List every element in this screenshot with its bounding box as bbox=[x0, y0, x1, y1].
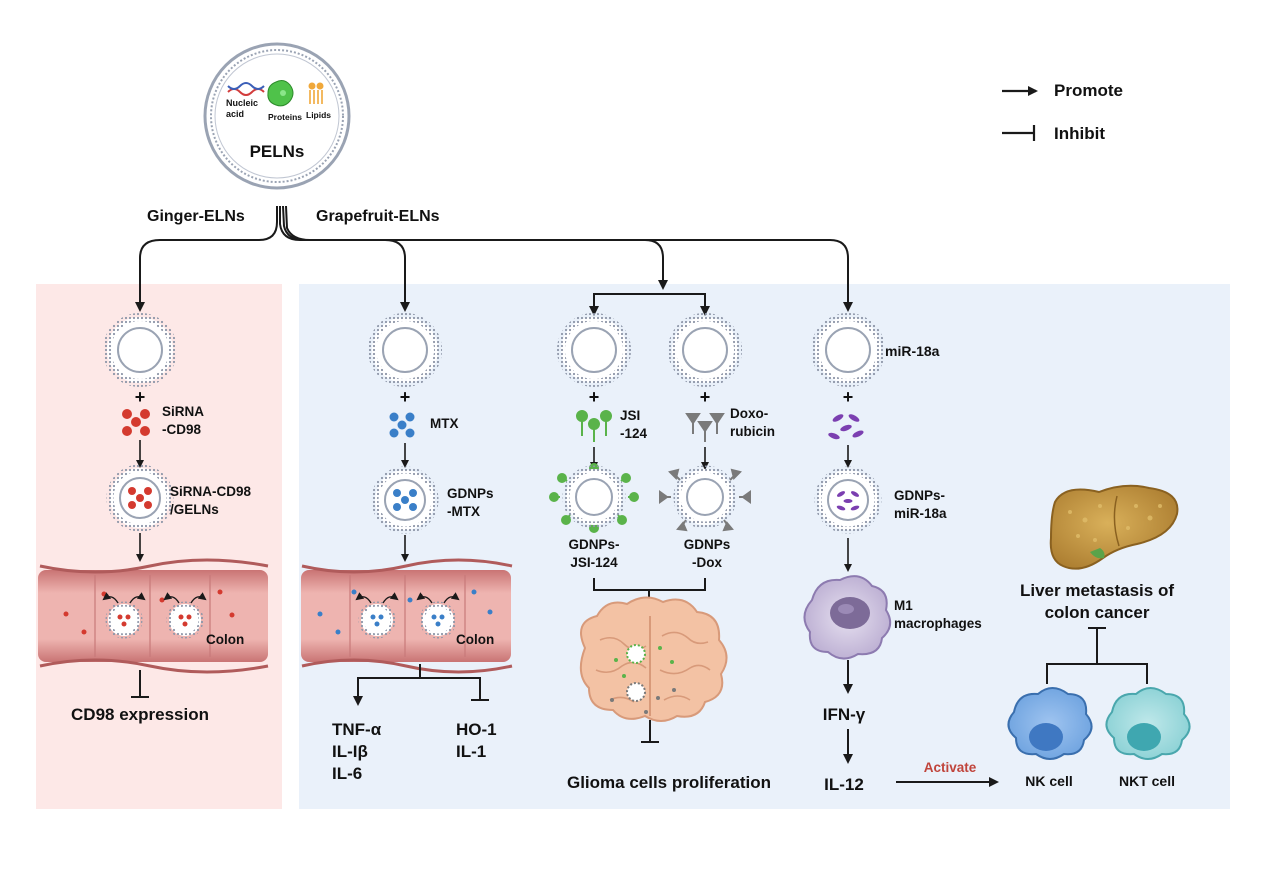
inhibit-cd98 bbox=[131, 670, 149, 698]
mtx-cargo-icon bbox=[389, 412, 415, 438]
colon-tissue-2: Colon bbox=[301, 558, 513, 674]
plus-5: + bbox=[843, 387, 854, 407]
il-1beta: IL-Iβ bbox=[332, 742, 368, 761]
ho-1: HO-1 bbox=[456, 720, 497, 739]
plus-4: + bbox=[700, 387, 711, 407]
nucleic-acid-label-1: Nucleic bbox=[226, 98, 258, 108]
vesicle-jsi bbox=[557, 313, 631, 387]
cd98-expression-label: CD98 expression bbox=[71, 705, 209, 724]
m1-label-2: macrophages bbox=[894, 616, 982, 631]
dox-cargo-icon bbox=[685, 413, 725, 442]
nucleic-acid-label-2: acid bbox=[226, 109, 244, 119]
sirna-cargo-icon bbox=[122, 409, 150, 436]
glioma-proliferation-label: Glioma cells proliferation bbox=[567, 773, 771, 792]
liver-metastasis-label-1: Liver metastasis of bbox=[1020, 581, 1174, 600]
grapefruit-elns-label: Grapefruit-ELNs bbox=[316, 208, 440, 225]
mir18a-label: miR-18a bbox=[885, 343, 940, 359]
lipids-label: Lipids bbox=[306, 110, 331, 120]
ifn-gamma-label: IFN-γ bbox=[823, 705, 866, 724]
nkt-cell-icon bbox=[1105, 687, 1191, 760]
mtx-label: MTX bbox=[430, 416, 459, 431]
jsi-label-1: JSI bbox=[620, 408, 640, 423]
activate-label: Activate bbox=[924, 760, 977, 775]
dna-icon bbox=[227, 82, 265, 96]
legend-inhibit: Inhibit bbox=[1054, 124, 1105, 143]
sirna-gelns-label-1: SiRNA-CD98 bbox=[170, 484, 252, 499]
vesicle-mir bbox=[811, 313, 885, 387]
il-12-label: IL-12 bbox=[824, 775, 864, 794]
sirna-label-2: -CD98 bbox=[162, 422, 202, 437]
nk-cell-icon bbox=[1007, 687, 1093, 760]
gdnps-dox-label-1: GDNPs bbox=[684, 537, 731, 552]
protein-icon bbox=[267, 80, 294, 107]
plus-2: + bbox=[400, 387, 411, 407]
vesicle-dox bbox=[668, 313, 742, 387]
lipid-icon bbox=[308, 82, 324, 104]
nkt-cell-label: NKT cell bbox=[1119, 773, 1175, 789]
mir-cargo-icon bbox=[828, 414, 864, 440]
mir-loaded-vesicle bbox=[814, 466, 882, 534]
vesicle-ginger bbox=[103, 313, 177, 387]
vesicle-mtx bbox=[368, 313, 442, 387]
dox-loaded-vesicle bbox=[659, 465, 751, 532]
legend-promote: Promote bbox=[1054, 81, 1123, 100]
proteins-label: Proteins bbox=[268, 112, 302, 122]
jsi-label-2: -124 bbox=[620, 426, 648, 441]
m1-label-1: M1 bbox=[894, 598, 913, 613]
jsi-cargo-icon bbox=[576, 410, 612, 442]
gdnps-jsi-label-1: GDNPs- bbox=[568, 537, 619, 552]
dox-label-1: Doxo- bbox=[730, 406, 768, 421]
brain-icon bbox=[579, 596, 728, 722]
dox-label-2: rubicin bbox=[730, 424, 775, 439]
ginger-elns-label: Ginger-ELNs bbox=[147, 208, 245, 225]
liver-icon bbox=[1049, 484, 1179, 570]
plus-3: + bbox=[589, 387, 600, 407]
nk-cell-label: NK cell bbox=[1025, 773, 1072, 789]
gdnps-mir-label-2: miR-18a bbox=[894, 506, 947, 521]
il-6: IL-6 bbox=[332, 764, 362, 783]
mtx-loaded-vesicle bbox=[371, 466, 439, 534]
liver-metastasis-label-2: colon cancer bbox=[1045, 603, 1150, 622]
sirna-label-1: SiRNA bbox=[162, 404, 204, 419]
legend: Promote Inhibit bbox=[1002, 81, 1123, 143]
gdnps-jsi-label-2: JSI-124 bbox=[570, 555, 618, 570]
peln-vesicle: Nucleic acid Proteins Lipids PELNs bbox=[203, 42, 351, 190]
mtx-branch bbox=[353, 664, 489, 706]
sirna-loaded-vesicle bbox=[106, 464, 174, 532]
colon-label-1: Colon bbox=[206, 632, 244, 647]
nk-inhibit-connector bbox=[1046, 627, 1148, 684]
colon-tissue-1: Colon bbox=[38, 558, 269, 674]
m1-macrophage-icon bbox=[803, 575, 892, 660]
gdnps-mtx-label-1: GDNPs bbox=[447, 486, 494, 501]
jsi-loaded-vesicle bbox=[549, 463, 639, 533]
tnf-alpha: TNF-α bbox=[332, 720, 382, 739]
gdnps-mir-label-1: GDNPs- bbox=[894, 488, 945, 503]
colon-label-2: Colon bbox=[456, 632, 494, 647]
pelns-title: PELNs bbox=[250, 142, 305, 161]
sirna-gelns-label-2: /GELNs bbox=[170, 502, 219, 517]
inhibit-glioma bbox=[641, 720, 659, 743]
branch-connectors bbox=[135, 205, 853, 316]
il-1: IL-1 bbox=[456, 742, 486, 761]
gdnps-mtx-label-2: -MTX bbox=[447, 504, 480, 519]
plus-1: + bbox=[135, 387, 146, 407]
gdnps-dox-label-2: -Dox bbox=[692, 555, 722, 570]
